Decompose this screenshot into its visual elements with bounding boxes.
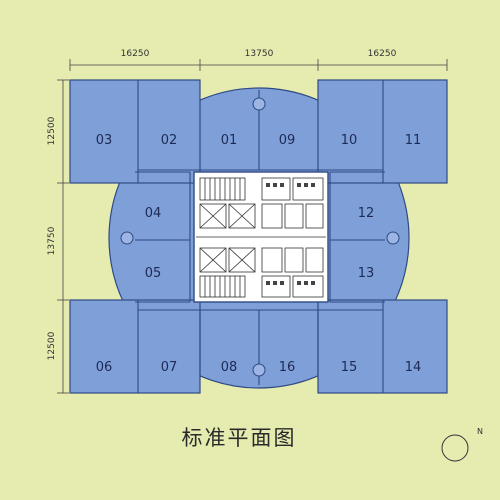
- unit-labels: 03 02 01 09 10 11 04 05 12 13 06 07 08 1…: [96, 133, 422, 375]
- unit-09: 09: [279, 133, 296, 148]
- left-dimension-line: [57, 79, 69, 394]
- unit-13: 13: [358, 266, 375, 281]
- unit-07: 07: [161, 360, 178, 375]
- wing-top-left: [69, 79, 201, 184]
- unit-16: 16: [279, 360, 296, 375]
- unit-10: 10: [341, 133, 358, 148]
- dim-top-1: 16250: [121, 49, 150, 59]
- unit-14: 14: [405, 360, 422, 375]
- unit-05: 05: [145, 266, 162, 281]
- column-top: [252, 97, 266, 111]
- dim-top-2: 13750: [245, 49, 274, 59]
- unit-12: 12: [358, 206, 375, 221]
- dim-left-2: 13750: [47, 226, 57, 255]
- wing-bottom-left: [69, 299, 201, 394]
- service-core: [193, 171, 329, 303]
- top-dimension-line: [69, 59, 448, 71]
- dim-top-3: 16250: [368, 49, 397, 59]
- dim-left-1: 12500: [47, 116, 57, 145]
- column-bottom: [252, 363, 266, 377]
- unit-15: 15: [341, 360, 358, 375]
- unit-01: 01: [221, 133, 238, 148]
- partition-walls: [135, 80, 385, 393]
- column-markers: [120, 97, 400, 377]
- unit-04: 04: [145, 206, 162, 221]
- unit-06: 06: [96, 360, 113, 375]
- unit-11: 11: [405, 133, 422, 148]
- unit-08: 08: [221, 360, 238, 375]
- column-right: [386, 231, 400, 245]
- compass-north-label: N: [477, 427, 483, 436]
- unit-03: 03: [96, 133, 113, 148]
- compass-icon: N: [441, 427, 483, 462]
- plan-title: 标准平面图: [182, 426, 297, 450]
- unit-02: 02: [161, 133, 178, 148]
- column-left: [120, 231, 134, 245]
- dim-left-3: 12500: [47, 331, 57, 360]
